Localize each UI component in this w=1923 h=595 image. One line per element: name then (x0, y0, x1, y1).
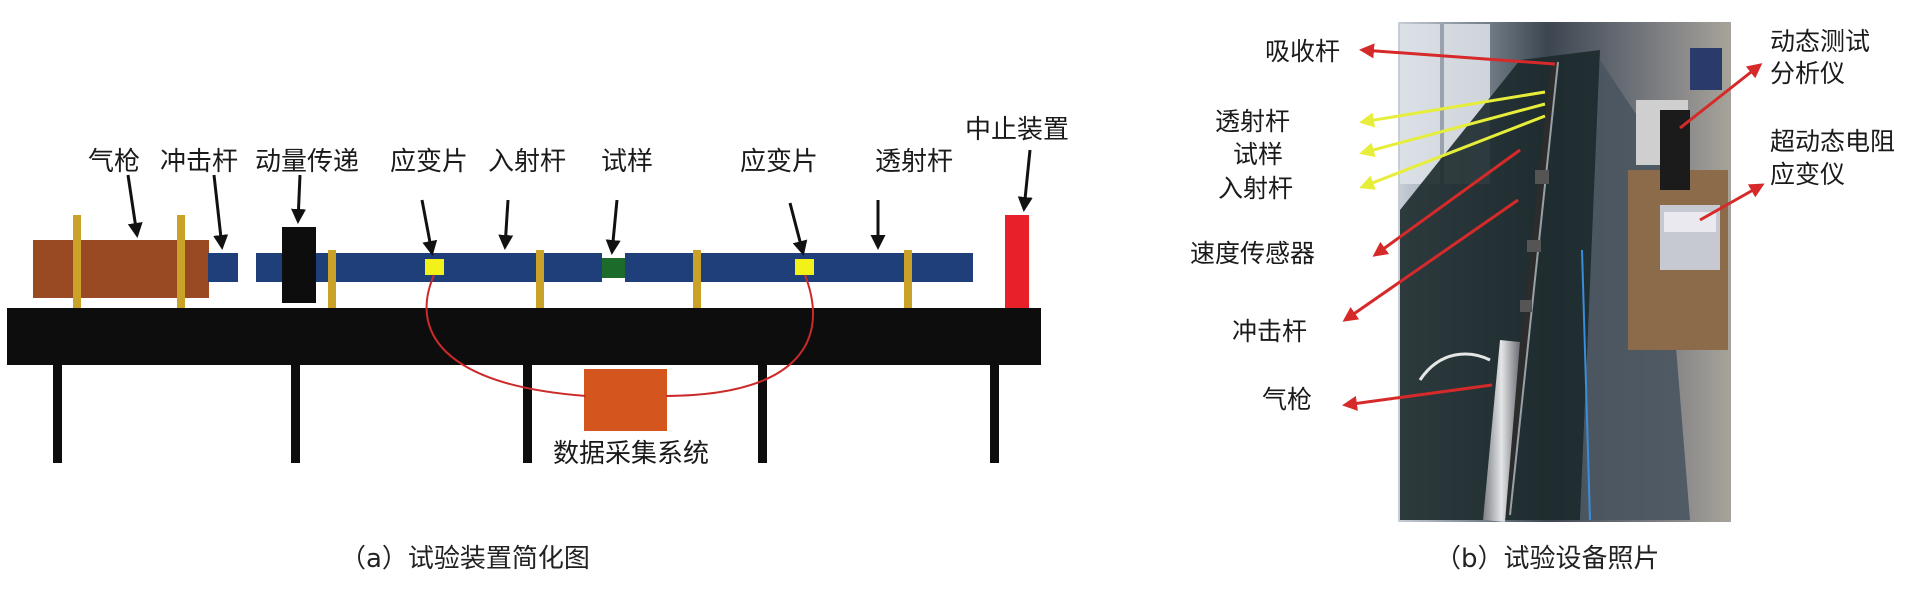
photo-fixture (1520, 300, 1532, 312)
label-daq-system: 数据采集系统 (553, 439, 709, 469)
support-table (7, 308, 1041, 365)
arrow-dynamic-analyzer (1679, 63, 1763, 130)
pointer-arrow (420, 199, 438, 256)
arrow-incident-bar (1359, 114, 1546, 190)
table-leg (990, 365, 999, 463)
label-specimen-b: 试样 (1233, 140, 1283, 169)
table-leg (53, 365, 62, 463)
photo-window-frame (1440, 24, 1444, 184)
arrow-striker-bar (1342, 198, 1519, 322)
pointer-arrow (1017, 149, 1033, 212)
label-transmission-bar: 透射杆 (875, 147, 953, 177)
label-air-gun-b: 气枪 (1262, 385, 1312, 414)
bar-support (73, 215, 81, 308)
daq-system-box (584, 369, 667, 431)
label-dynamic-analyzer-2: 分析仪 (1770, 59, 1845, 88)
photo-fixture (1527, 240, 1541, 252)
pointer-arrow (126, 174, 143, 238)
strain-gauge (425, 259, 444, 275)
bar-support (328, 250, 336, 308)
label-incident-bar: 入射杆 (488, 147, 566, 177)
photo-bar (1501, 59, 1559, 516)
label-strain-gauge-1: 应变片 (390, 147, 468, 177)
label-air-gun: 气枪 (88, 147, 140, 177)
table-leg (758, 365, 767, 463)
caption-panel-b: （b）试验设备照片 (1435, 544, 1660, 574)
signal-wire (425, 274, 587, 397)
table-leg (523, 365, 532, 463)
label-transmission-bar-b: 透射杆 (1215, 107, 1290, 136)
label-striker-bar-b: 冲击杆 (1232, 317, 1307, 346)
arrow-transmission-bar (1359, 90, 1546, 128)
photo-bar-highlight (1509, 61, 1559, 516)
momentum-transfer-block (282, 227, 316, 303)
arrow-velocity-sensor (1372, 148, 1521, 257)
label-stop-device: 中止装置 (965, 115, 1069, 145)
photo-air-gun (1483, 340, 1520, 522)
bar-support (693, 250, 701, 308)
photo-blue-line (1581, 249, 1591, 521)
bar-support (177, 215, 185, 308)
label-incident-bar-b: 入射杆 (1218, 174, 1293, 203)
pointer-arrow (605, 199, 621, 255)
stop-device (1005, 215, 1029, 308)
pointer-arrow (291, 174, 307, 224)
panel-b-labels: 吸收杆 透射杆 试样 入射杆 速度传感器 冲击杆 气枪 动态测试 分析仪 超动态… (1190, 27, 1895, 414)
label-dynamic-analyzer-1: 动态测试 (1770, 27, 1870, 56)
caption-panel-a: （a）试验装置简化图 (340, 544, 590, 574)
label-velocity-sensor: 速度传感器 (1190, 239, 1315, 268)
arrow-air-gun (1342, 383, 1493, 411)
label-specimen: 试样 (601, 147, 653, 177)
photo-chair (1690, 48, 1722, 90)
table-leg (291, 365, 300, 463)
arrow-absorption-bar (1359, 43, 1556, 66)
label-strain-meter-1: 超动态电阻 (1770, 127, 1895, 156)
bar-support (536, 250, 544, 308)
pointer-arrow (788, 202, 808, 256)
photo-fixture (1535, 170, 1549, 184)
panel-b-arrows (1342, 43, 1765, 411)
panel-a-schematic: 气枪 冲击杆 动量传递 应变片 入射杆 试样 应变片 透射杆 中止装置 数据采集… (7, 115, 1069, 574)
arrow-specimen (1359, 102, 1546, 158)
bar-support (904, 250, 912, 308)
label-strain-meter-2: 应变仪 (1770, 160, 1845, 189)
strain-gauge (795, 259, 814, 275)
pointer-arrow (498, 199, 514, 250)
label-absorption-bar: 吸收杆 (1265, 37, 1340, 66)
arrow-strain-meter (1699, 183, 1765, 222)
signal-wire (665, 274, 814, 397)
pointer-arrow (212, 174, 229, 250)
specimen (602, 258, 625, 278)
label-momentum-transfer: 动量传递 (255, 147, 359, 177)
photo-black-cover (1400, 50, 1600, 520)
label-strain-gauge-2: 应变片 (740, 147, 818, 177)
panel-b-photo (1398, 22, 1731, 522)
striker-bar (208, 253, 238, 282)
label-striker-bar: 冲击杆 (160, 147, 238, 177)
photo-cable (1418, 352, 1491, 381)
